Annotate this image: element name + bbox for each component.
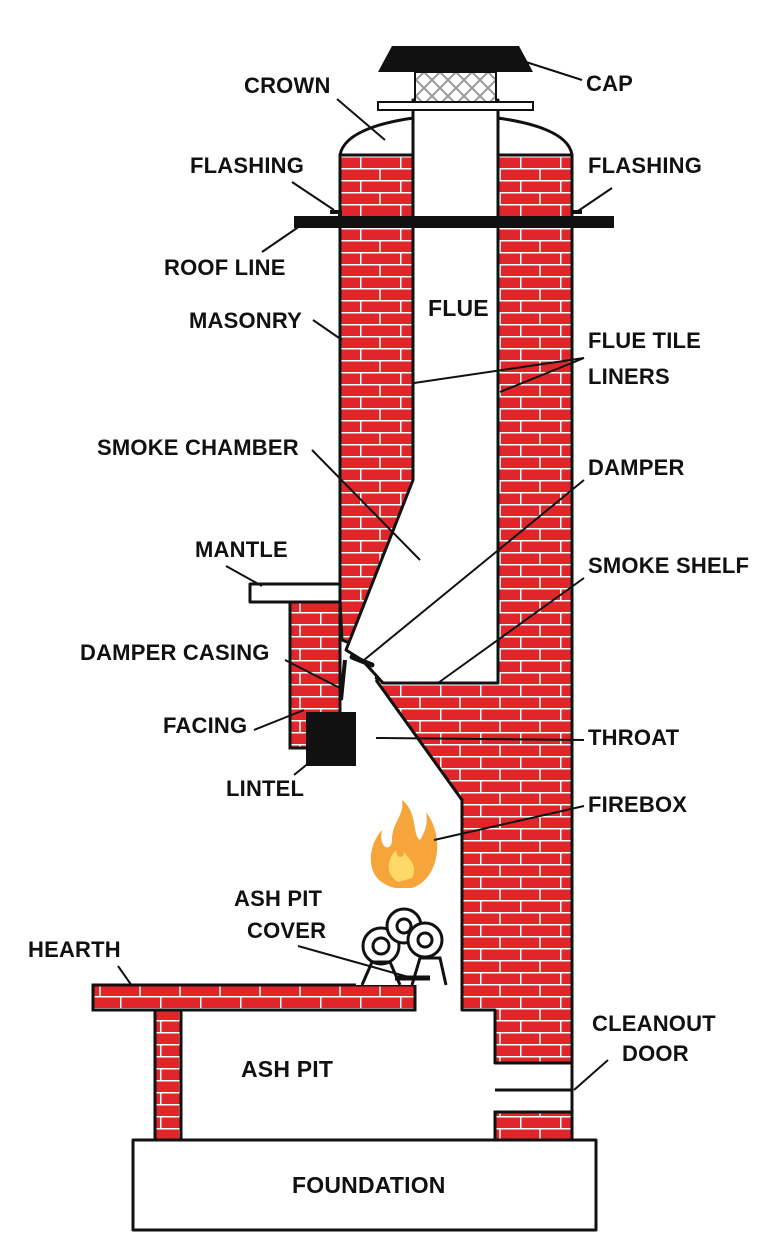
label-cap: CAP bbox=[586, 71, 633, 96]
label-damper-casing: DAMPER CASING bbox=[80, 640, 270, 665]
leader-hearth bbox=[117, 965, 133, 987]
leader-ash-pit-cover bbox=[297, 945, 413, 979]
label-flashing-left: FLASHING bbox=[190, 153, 304, 178]
label-masonry: MASONRY bbox=[189, 308, 302, 333]
damper-plate bbox=[349, 654, 375, 668]
cap-rim bbox=[377, 101, 534, 111]
hearth-support bbox=[153, 1008, 183, 1142]
label-crown: CROWN bbox=[244, 73, 331, 98]
leader-lintel bbox=[293, 761, 311, 776]
mantle bbox=[248, 582, 342, 604]
leader-damper bbox=[363, 479, 585, 661]
leader-lines bbox=[117, 61, 613, 1091]
log-grate-icon bbox=[360, 907, 448, 986]
crown bbox=[338, 116, 574, 157]
label-cleanout-door-1: CLEANOUT bbox=[592, 1011, 716, 1036]
leader-firebox bbox=[433, 805, 585, 841]
leader-cleanout-door bbox=[573, 1059, 609, 1091]
cleanout-door bbox=[495, 1063, 574, 1112]
leader-mantle bbox=[225, 565, 263, 587]
leader-roof-line bbox=[261, 225, 301, 253]
leader-masonry bbox=[312, 319, 343, 341]
label-lintel: LINTEL bbox=[226, 776, 304, 801]
cap bbox=[378, 46, 533, 72]
roof-line bbox=[294, 216, 614, 228]
label-flashing-right: FLASHING bbox=[588, 153, 702, 178]
leader-crown bbox=[336, 98, 386, 141]
leader-throat bbox=[375, 737, 585, 741]
leader-facing bbox=[253, 709, 305, 731]
flashing-left bbox=[330, 210, 342, 216]
label-flue: FLUE bbox=[428, 295, 489, 321]
label-hearth: HEARTH bbox=[28, 937, 121, 962]
label-throat: THROAT bbox=[588, 725, 680, 750]
label-roof-line: ROOF LINE bbox=[164, 255, 286, 280]
leader-damper-casing bbox=[284, 659, 341, 689]
label-damper: DAMPER bbox=[588, 455, 685, 480]
label-flue-tile-liners-2: LINERS bbox=[588, 364, 670, 389]
label-ash-pit: ASH PIT bbox=[241, 1056, 333, 1082]
leader-flue-tile-2 bbox=[499, 357, 585, 393]
label-cleanout-door-2: DOOR bbox=[622, 1041, 689, 1066]
leader-flashing-left bbox=[291, 181, 335, 211]
firebox-back-wall bbox=[374, 679, 464, 985]
leader-smoke-shelf bbox=[437, 577, 585, 684]
damper-casing bbox=[339, 659, 347, 701]
label-smoke-shelf: SMOKE SHELF bbox=[588, 553, 749, 578]
cleanout-base bbox=[493, 1110, 574, 1142]
hearth bbox=[91, 983, 417, 1012]
label-firebox: FIREBOX bbox=[588, 792, 687, 817]
label-mantle: MANTLE bbox=[195, 537, 288, 562]
label-flue-tile-liners-1: FLUE TILE bbox=[588, 328, 701, 353]
label-ash-pit-cover-2: COVER bbox=[247, 918, 326, 943]
foundation bbox=[131, 1138, 598, 1232]
cap-screen bbox=[414, 71, 497, 105]
leader-cap bbox=[525, 61, 583, 81]
label-smoke-chamber: SMOKE CHAMBER bbox=[97, 435, 299, 460]
label-ash-pit-cover-1: ASH PIT bbox=[234, 886, 323, 911]
leader-flashing-right bbox=[577, 187, 613, 212]
leader-flue-tile-1 bbox=[413, 357, 585, 384]
fire-icon bbox=[370, 800, 438, 888]
lintel bbox=[306, 712, 356, 766]
flue bbox=[344, 98, 500, 685]
leader-smoke-chamber bbox=[311, 449, 421, 561]
label-facing: FACING bbox=[163, 713, 247, 738]
label-foundation: FOUNDATION bbox=[292, 1172, 446, 1198]
